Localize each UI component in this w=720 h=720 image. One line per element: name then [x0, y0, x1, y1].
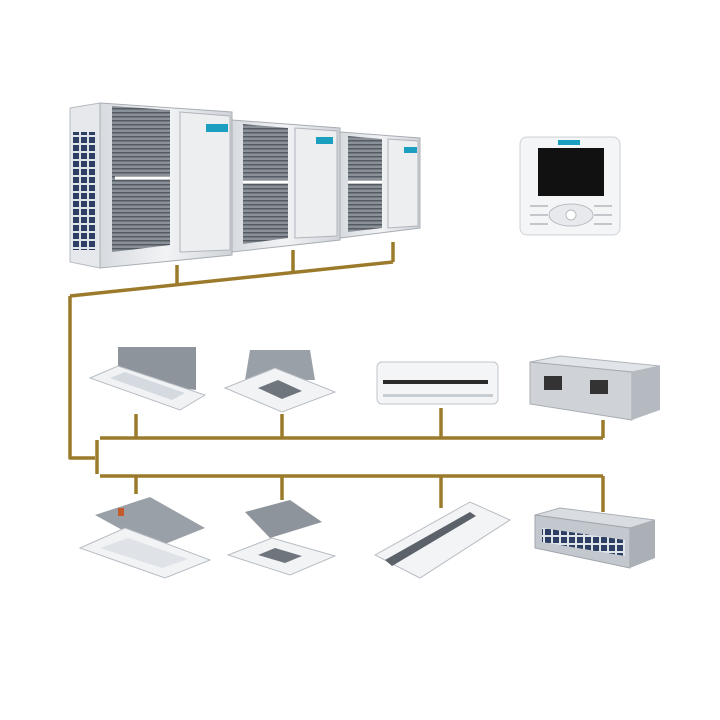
vrf-outdoor-unit-icon: [69, 102, 421, 269]
four-way-cassette-icon: [223, 350, 337, 413]
high-static-duct-unit-icon: [529, 355, 661, 421]
two-way-cassette-icon: [78, 497, 212, 579]
refrigerant-pipe: [68, 242, 605, 512]
slim-duct-unit-icon: [534, 507, 656, 569]
wall-mounted-unit-icon: [376, 361, 499, 405]
wired-controller-icon: [519, 136, 621, 236]
compact-four-way-cassette-icon: [226, 500, 337, 576]
one-way-cassette-icon: [88, 347, 207, 411]
ceiling-floor-unit-icon: [373, 501, 512, 579]
